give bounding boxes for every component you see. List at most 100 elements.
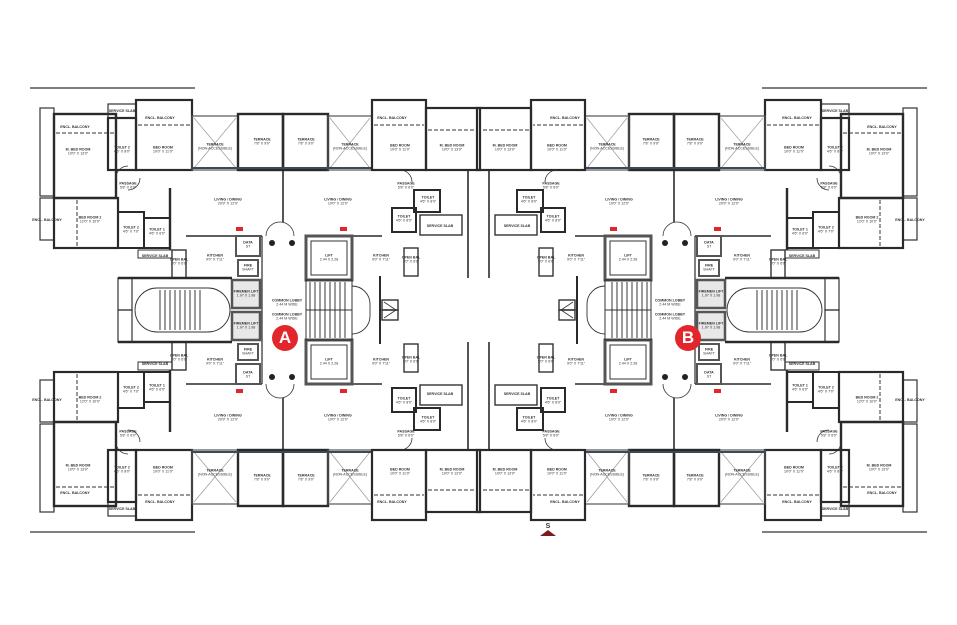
room-dimensions: 10'0" X 11'0" <box>546 472 568 476</box>
room-name: SERVICE SLAB <box>503 223 531 228</box>
room-label-bl: SERVICE SLAB <box>109 507 136 511</box>
room-name: M. BED ROOM <box>492 467 518 472</box>
room-name: COMMON LOBBY <box>271 312 303 317</box>
room-name: DATA <box>243 370 253 375</box>
room-dimensions: 4'6" X 8'0" <box>520 420 538 424</box>
room-name: ENCL. BALCONY <box>867 490 897 495</box>
room-dimensions: 3'0" X 6'0" <box>170 358 188 362</box>
room-name: DATA <box>704 240 714 245</box>
room-dimensions: ST <box>245 245 251 249</box>
room-name: PASSAGE <box>397 429 415 434</box>
room-dimensions: 7'8" X 9'0" <box>253 142 271 146</box>
room-name: SERVICE SLAB <box>788 361 816 366</box>
room-name: ENCL. BALCONY <box>895 397 925 402</box>
room-dimensions: 5'8" X 6'0" <box>119 434 137 438</box>
room-name: FIRE <box>243 347 253 352</box>
room-dimensions: ST <box>706 245 712 249</box>
room-name: SERVICE SLAB <box>141 253 169 258</box>
quadrant-bottom-right <box>475 308 929 534</box>
room-name: KITCHEN <box>373 253 389 258</box>
room-name: ENCL. BALCONY <box>60 490 90 495</box>
room-name: M. BED ROOM <box>492 143 518 148</box>
quadrant-top-left <box>28 86 482 312</box>
room-label-tl: ENCL. BALCONY <box>32 218 62 222</box>
room-name: BED ROOM <box>390 143 410 148</box>
room-name: ENCL. BALCONY <box>60 124 90 129</box>
room-name: BED ROOM 2 <box>78 395 102 400</box>
room-name: LIVING / DINING <box>324 413 352 418</box>
room-label-tl: SERVICE SLAB <box>109 109 136 113</box>
room-name: LIVING / DINING <box>214 197 242 202</box>
room-name: FIREMEN LIFT <box>698 289 724 294</box>
room-dimensions: 9'0" X 7'11" <box>732 258 752 262</box>
room-dimensions: 1.97 X 1.98 <box>236 294 256 298</box>
room-name: TOILET 2 <box>123 385 139 390</box>
room-name: LIVING / DINING <box>715 413 743 418</box>
room-name: PASSAGE <box>397 181 415 186</box>
room-name: OPEN BAL <box>768 353 788 358</box>
room-dimensions: 3'0" X 6'0" <box>769 262 787 266</box>
room-name: ENCL. BALCONY <box>377 499 407 504</box>
room-dimensions: 7'8" X 9'0" <box>686 478 704 482</box>
room-dimensions: 7'8" X 9'0" <box>686 142 704 146</box>
room-name: ENCL. BALCONY <box>145 499 175 504</box>
room-dimensions: 2.44 X 2.28 <box>319 362 339 366</box>
room-name: KITCHEN <box>207 357 223 362</box>
room-label-bl: SERVICE SLAB <box>427 392 454 396</box>
room-name: TERRACE <box>206 468 224 473</box>
room-dimensions: 4'6" X 6'0" <box>148 388 166 392</box>
room-label-tl: ENCL. BALCONY <box>377 116 407 120</box>
room-dimensions: 3'0" X 6'0" <box>537 260 555 264</box>
room-dimensions: 20'9" X 12'0" <box>718 418 740 422</box>
room-label-tr: TERRACE(NON-ACCESSIBLE) <box>725 143 759 152</box>
room-dimensions: (NON-ACCESSIBLE) <box>589 147 625 151</box>
room-name: TERRACE <box>341 142 359 147</box>
room-dimensions: 2.44 M WIDE <box>276 303 298 307</box>
room-label-tr: SERVICE SLAB <box>822 109 849 113</box>
room-name: TOILET 1 <box>792 383 808 388</box>
room-dimensions: 10'0" X 13'0" <box>67 468 89 472</box>
room-dimensions: 4'6" X 8'0" <box>113 470 131 474</box>
room-dimensions: 12'0" X 10'0" <box>79 400 101 404</box>
room-dimensions: 2.44 M WIDE <box>276 317 298 321</box>
room-name: TERRACE <box>686 137 704 142</box>
room-name: TERRACE <box>598 142 616 147</box>
room-label-bl: ENCL. BALCONY <box>32 398 62 402</box>
room-name: LIVING / DINING <box>605 413 633 418</box>
room-dimensions: (NON-ACCESSIBLE) <box>197 147 233 151</box>
room-name: SERVICE SLAB <box>503 391 531 396</box>
room-dimensions: 2.44 X 2.28 <box>618 362 638 366</box>
room-name: SERVICE SLAB <box>426 223 454 228</box>
room-dimensions: 12'0" X 10'0" <box>856 220 878 224</box>
room-name: TERRACE <box>733 468 751 473</box>
room-name: TOILET <box>397 214 411 219</box>
north-arrow-icon <box>540 530 556 536</box>
room-dimensions: 10'0" X 13'0" <box>494 148 516 152</box>
room-name: KITCHEN <box>373 357 389 362</box>
